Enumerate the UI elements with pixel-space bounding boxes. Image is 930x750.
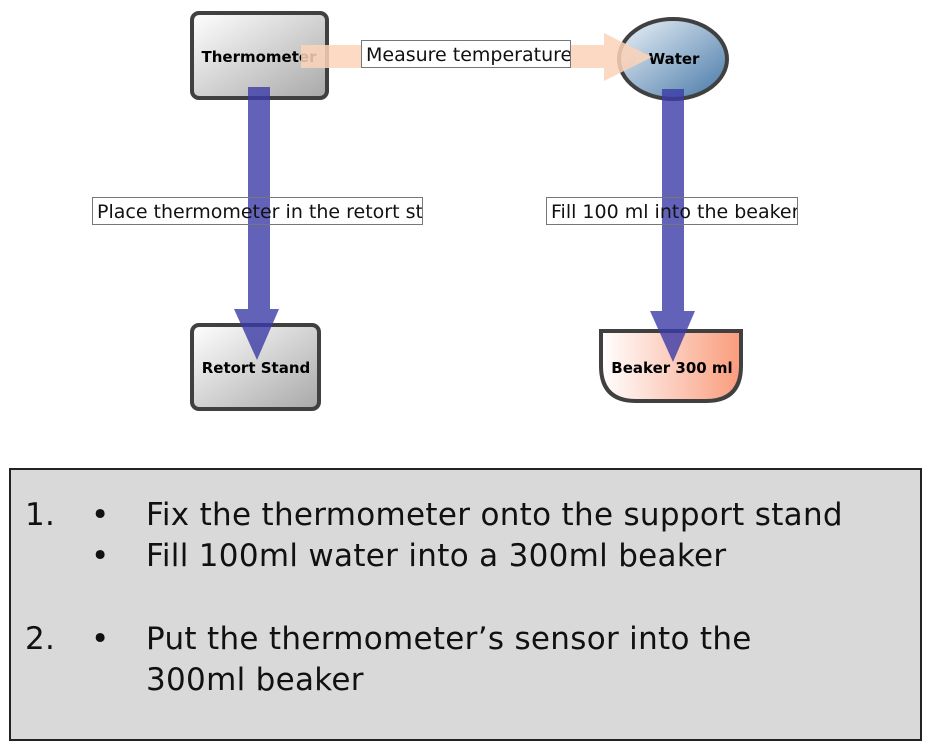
- arrow-head-icon: [604, 33, 652, 81]
- edge-label-fill-beaker: Fill 100 ml into the beaker: [546, 197, 798, 225]
- step-2-bullet-1-line-2: 300ml beaker: [146, 662, 364, 698]
- edge-label-text: Fill 100 ml into the beaker: [551, 201, 798, 223]
- bullet-icon: •: [91, 538, 110, 574]
- edge-place-thermometer[interactable]: [234, 87, 279, 360]
- arrow-head-icon: [650, 311, 695, 362]
- bullet-icon: •: [91, 497, 110, 533]
- step-1-bullet-2: Fill 100ml water into a 300ml beaker: [146, 538, 727, 574]
- node-water-label: Water: [649, 50, 700, 68]
- node-retort-stand-label: Retort Stand: [202, 359, 311, 377]
- node-beaker[interactable]: Beaker 300 ml: [599, 329, 743, 403]
- edge-label-place-thermometer: Place thermometer in the retort sta: [92, 197, 423, 225]
- edge-arrow-shaft: [248, 87, 270, 309]
- edge-label-text: Place thermometer in the retort sta: [97, 201, 423, 223]
- edge-label-measure-temperature: Measure temperature: [361, 40, 571, 68]
- step-number: 2.: [25, 621, 56, 657]
- edge-fill-beaker[interactable]: [650, 89, 695, 362]
- step-2-bullet-1-line-1: Put the thermometer’s sensor into the: [146, 621, 752, 657]
- edge-arrow-shaft: [662, 89, 684, 311]
- flow-diagram: Thermometer Water Retort Stand Beaker 30…: [190, 11, 743, 411]
- node-beaker-label: Beaker 300 ml: [611, 359, 732, 377]
- step-number: 1.: [25, 497, 56, 533]
- arrow-head-icon: [234, 309, 279, 360]
- bullet-icon: •: [91, 621, 110, 657]
- node-retort-stand[interactable]: Retort Stand: [190, 323, 321, 411]
- instructions-panel: 1. • Fix the thermometer onto the suppor…: [9, 468, 922, 741]
- step-1-bullet-1: Fix the thermometer onto the support sta…: [146, 497, 843, 533]
- node-thermometer-label: Thermometer: [202, 48, 318, 66]
